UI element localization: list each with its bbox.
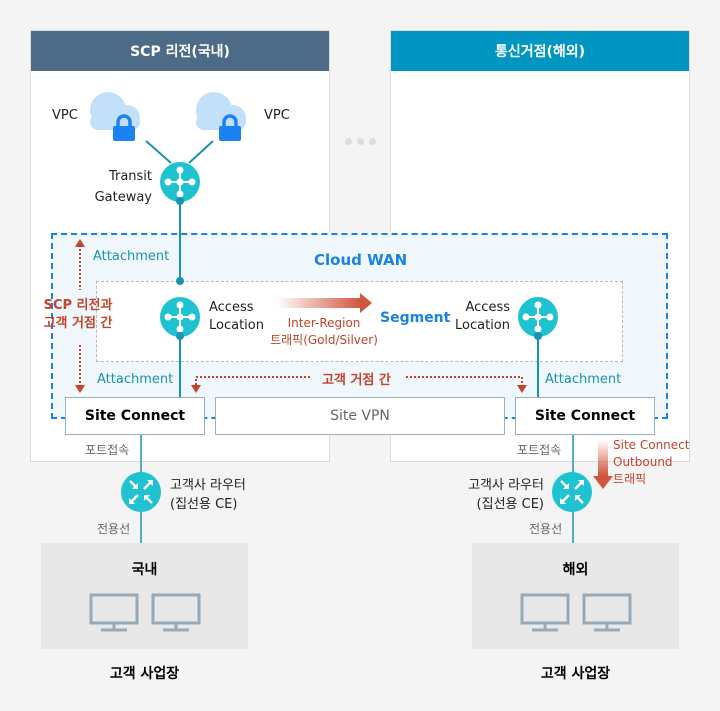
customer-site-right-title: 해외 <box>562 562 589 578</box>
attachment-top-label: Attachment <box>93 249 170 264</box>
customer-site-left-title: 국내 <box>131 562 158 578</box>
access-location-right-label: Access Location <box>455 300 510 333</box>
dedicated-right-label: 전용선 <box>529 522 563 536</box>
vpc-left-label: VPC <box>52 108 78 123</box>
vpc-right-label: VPC <box>264 108 290 123</box>
monitor-icon <box>89 593 139 632</box>
lock-icon <box>219 114 241 141</box>
vpc-left-link <box>145 140 172 164</box>
overseas-region-title: 통신거점(해외) <box>494 44 586 60</box>
cloud-wan-title: Cloud WAN <box>314 251 408 269</box>
overseas-region-header: 통신거점(해외) <box>391 31 689 71</box>
router-right-label: 고객사 라우터 (집선용 CE) <box>468 478 544 512</box>
outbound-annotation: Site Connect Outbound 트래픽 <box>613 438 690 486</box>
outbound-arrow <box>598 440 608 476</box>
vpc-right-link <box>188 140 214 164</box>
domestic-region-title: SCP 리전(국내) <box>130 44 230 60</box>
dedicated-left-label: 전용선 <box>97 522 131 536</box>
inter-region-label: Inter-Region 트래픽(Gold/Silver) <box>270 316 378 347</box>
router-left-label: 고객사 라우터 (집선용 CE) <box>170 478 246 512</box>
vpc-cloud-right <box>192 88 252 142</box>
vpc-cloud-left <box>86 88 146 142</box>
access-location-right-icon[interactable] <box>518 297 558 341</box>
ellipsis-icon <box>345 138 377 146</box>
arrow-up-icon <box>75 239 85 247</box>
router-right-icon[interactable] <box>552 472 592 512</box>
monitor-icon <box>582 593 632 632</box>
customer-site-right-caption: 고객 사업장 <box>540 666 611 682</box>
attachment-left-label: Attachment <box>97 372 174 387</box>
customer-site-left: 국내 <box>41 543 248 649</box>
domestic-region-header: SCP 리전(국내) <box>31 31 329 71</box>
access-location-left-label: Access Location <box>209 300 264 333</box>
inter-region-arrow <box>277 298 361 308</box>
site-connect-right-box[interactable]: Site Connect <box>515 397 655 435</box>
access-location-left-icon[interactable] <box>160 297 200 341</box>
transit-gateway-icon[interactable] <box>160 162 200 206</box>
site-connect-left-box[interactable]: Site Connect <box>65 397 205 435</box>
transit-gateway-label: Transit Gateway <box>94 169 152 205</box>
customer-site-left-caption: 고객 사업장 <box>109 666 180 682</box>
customer-sites-annotation: 고객 거점 간 <box>322 373 391 388</box>
monitor-icon <box>151 593 201 632</box>
port-left-label: 포트접속 <box>85 443 130 457</box>
port-right-label: 포트접속 <box>517 443 562 457</box>
segment-label: Segment <box>380 310 451 326</box>
arrow-down-icon <box>75 385 85 393</box>
lock-icon <box>113 114 135 141</box>
monitor-icon <box>520 593 570 632</box>
attachment-node-top <box>176 277 184 285</box>
site-vpn-box[interactable]: Site VPN <box>215 397 505 435</box>
scp-customer-annotation: SCP 리전과 고객 거점 간 <box>43 298 113 331</box>
customer-site-right: 해외 <box>472 543 679 649</box>
router-left-icon[interactable] <box>121 472 161 512</box>
attachment-right-label: Attachment <box>545 372 622 387</box>
